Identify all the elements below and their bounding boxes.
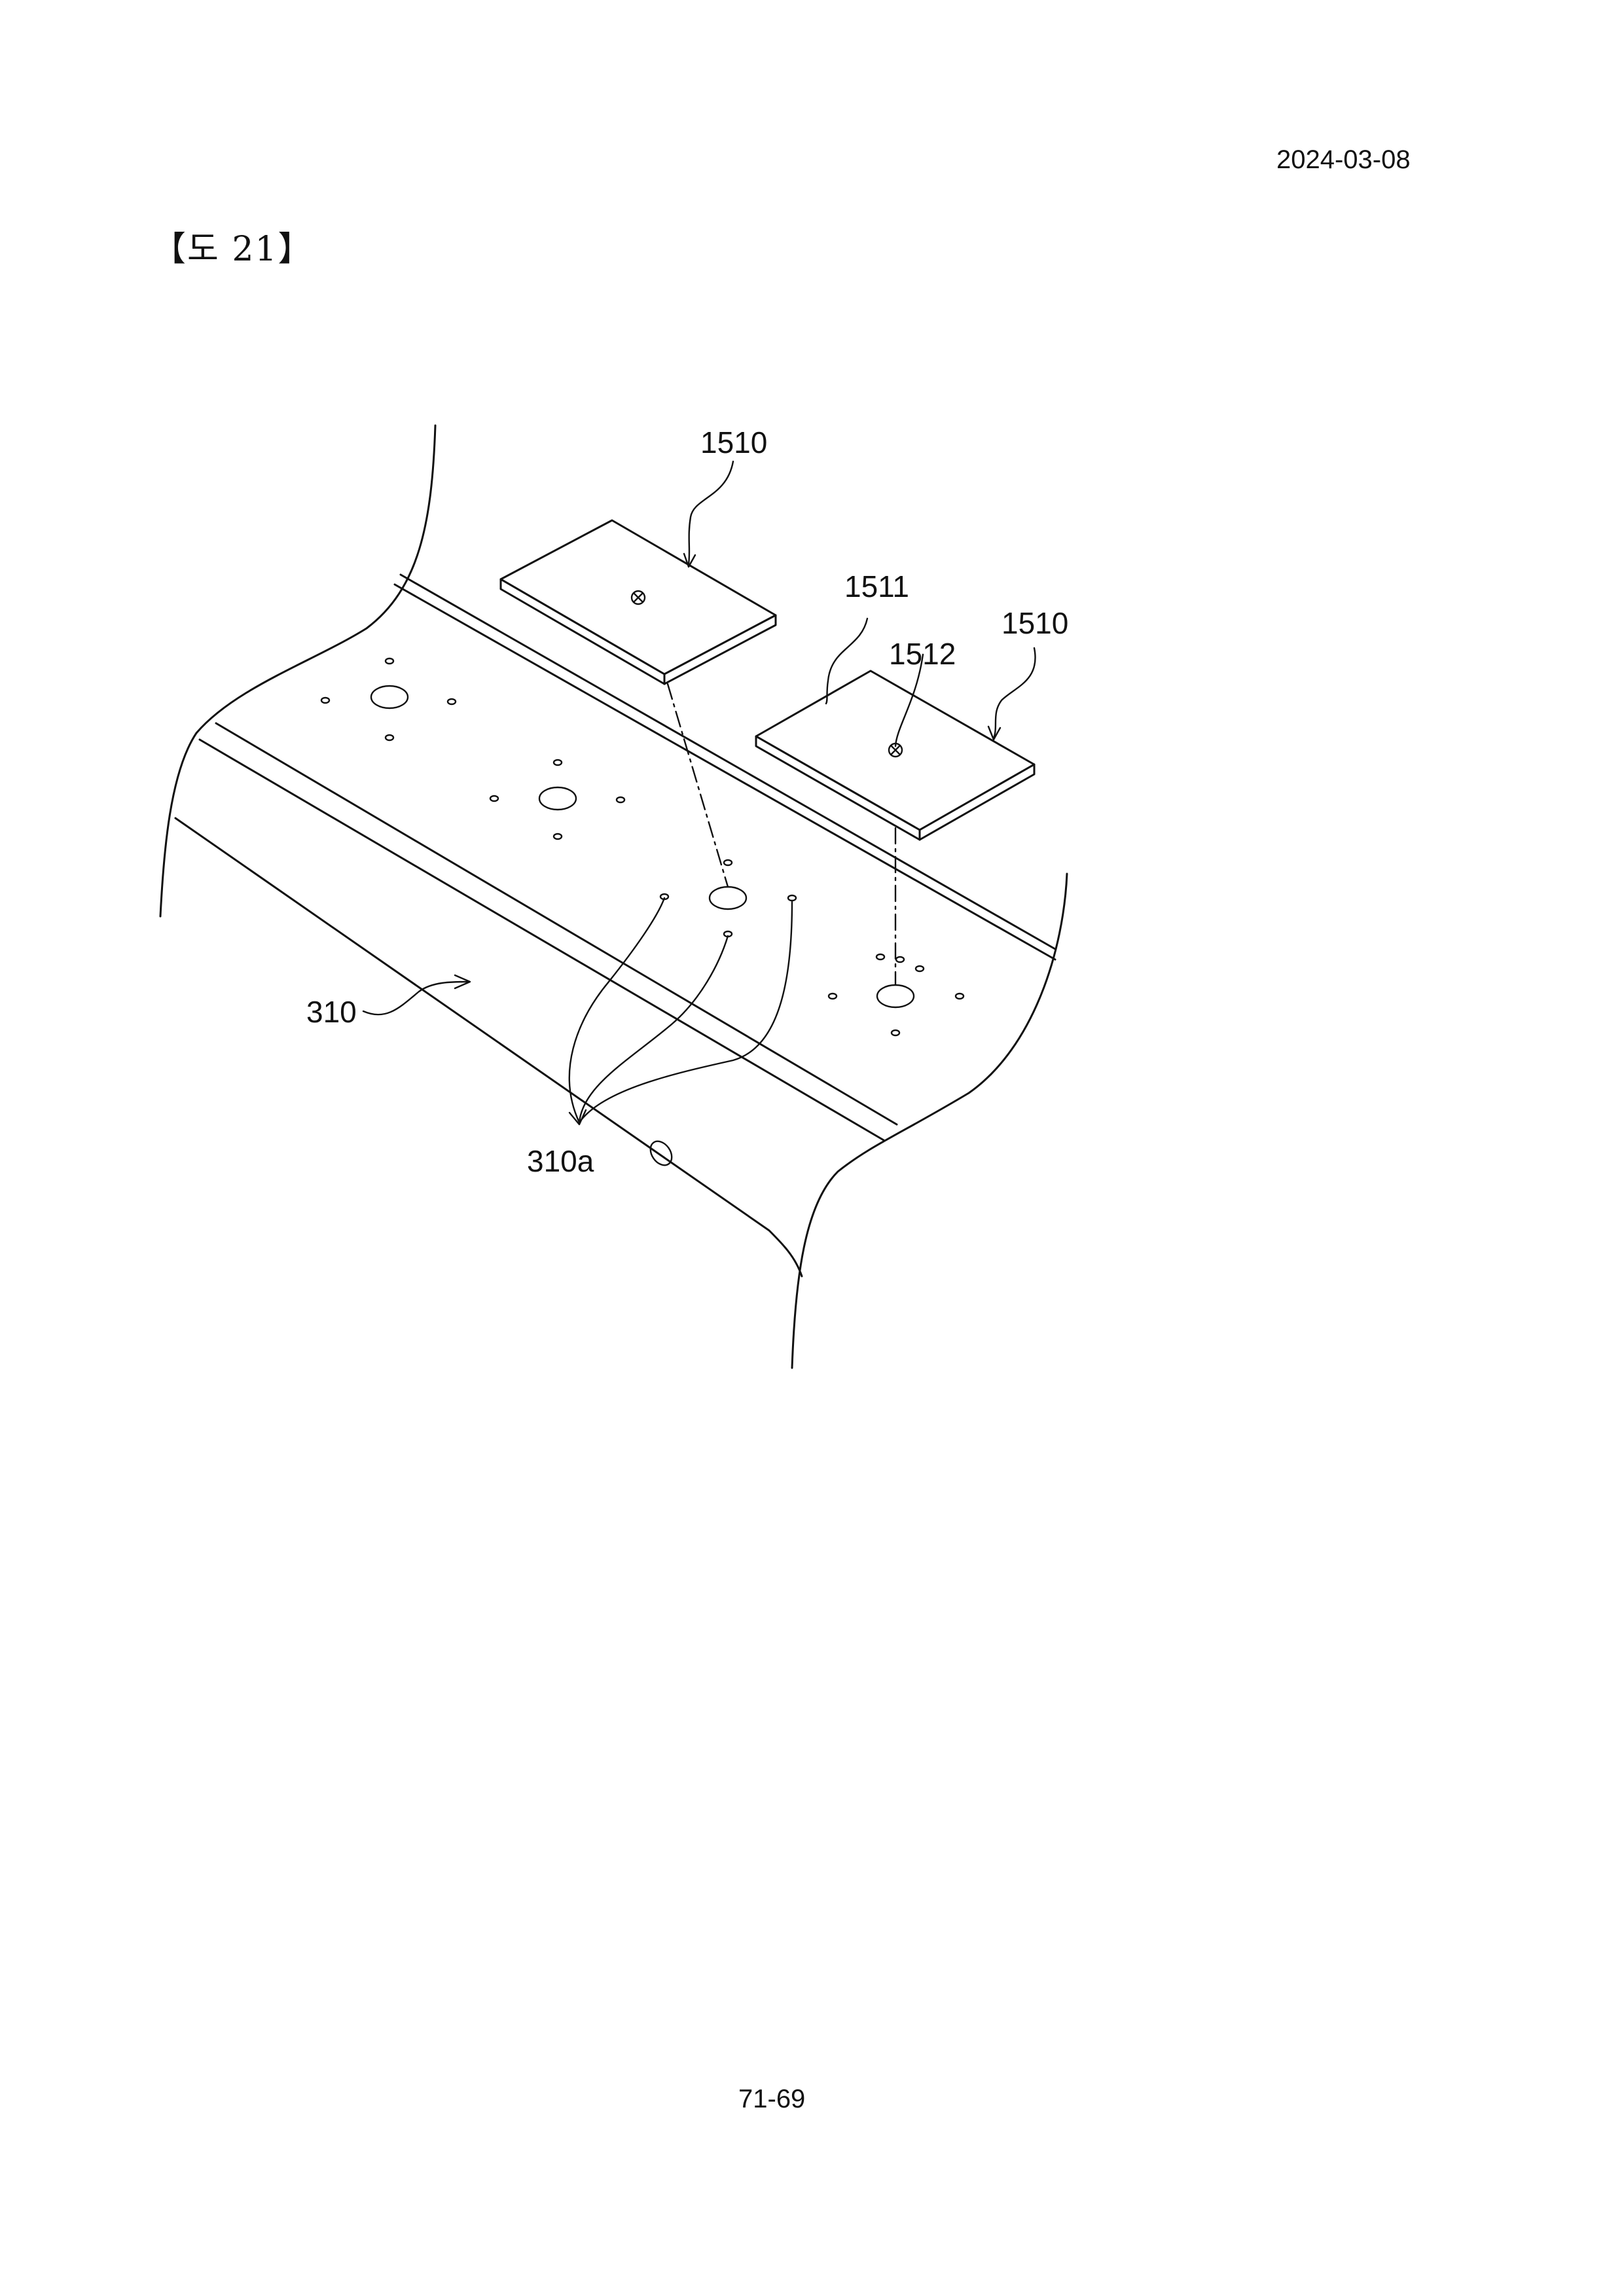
leader-lines — [362, 460, 1036, 1126]
figure-title: 【도 21】 — [152, 230, 314, 269]
base-panel — [159, 424, 1068, 1369]
label-310a: 310a — [527, 1144, 594, 1178]
label-1510-right: 1510 — [1001, 606, 1068, 640]
plate-1510-left — [499, 519, 777, 685]
panel-holes — [320, 657, 965, 1166]
alignment-line-left — [666, 683, 729, 888]
plate-1510-right — [755, 670, 1036, 841]
label-1510-left: 1510 — [700, 425, 767, 459]
label-1511: 1511 — [844, 569, 909, 603]
page-number: 71-69 — [738, 2085, 806, 2113]
label-1512: 1512 — [889, 637, 956, 671]
label-310: 310 — [306, 995, 357, 1029]
document-date: 2024-03-08 — [1276, 145, 1411, 174]
